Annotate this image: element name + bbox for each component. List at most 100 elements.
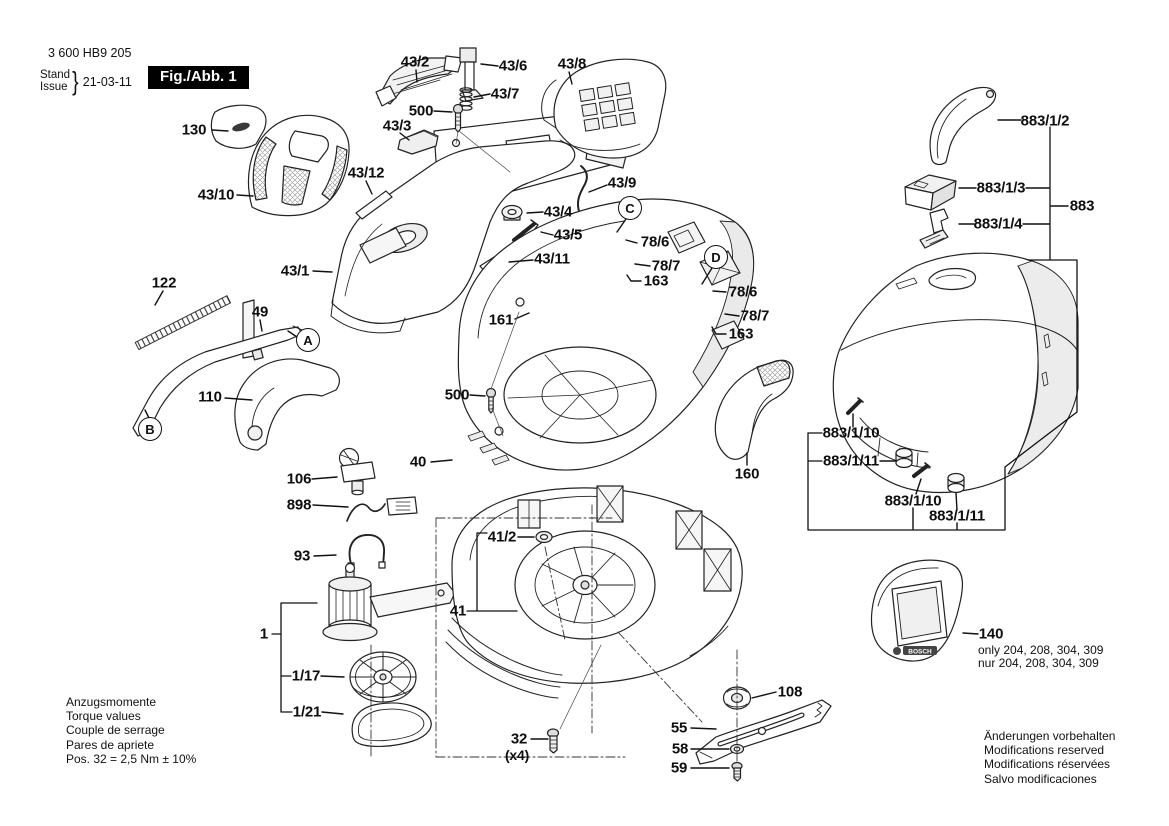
applicability-line: nur 204, 208, 304, 309: [978, 656, 1099, 671]
torque-note-line: Pos. 32 = 2,5 Nm ± 10%: [66, 751, 197, 766]
label-43-4: 43/4: [543, 203, 573, 221]
part-55-blade: [695, 699, 832, 765]
callout-a: A: [296, 328, 320, 352]
label-43-7: 43/7: [490, 85, 520, 103]
label-43-2: 43/2: [400, 53, 430, 71]
figure-title: Fig./Abb. 1: [148, 66, 249, 89]
label-883-1-3: 883/1/3: [976, 179, 1026, 197]
label-43-6: 43/6: [498, 57, 528, 75]
callout-b: B: [138, 417, 162, 441]
part-160-flap: [714, 359, 794, 460]
torque-note-line: Anzugsmomente: [66, 695, 157, 709]
part-898-cable: [346, 496, 418, 522]
brace-glyph: }: [72, 66, 79, 96]
part-32-screw: [546, 728, 560, 754]
label-160: 160: [734, 465, 760, 483]
label-43-1: 43/1: [280, 262, 310, 280]
part-43-10-hood: [247, 114, 350, 217]
part-1-motor: [322, 562, 456, 642]
label-55: 55: [670, 719, 688, 737]
label-78-6-d: 78/6: [728, 283, 758, 301]
callout-c: C: [618, 196, 642, 220]
label-500-mid: 500: [444, 386, 470, 404]
label-883-1-4: 883/1/4: [973, 215, 1023, 233]
modifications-line: Modifications réservées: [984, 757, 1111, 772]
assembly-guide-lines: [455, 130, 602, 730]
torque-note: Anzugsmomente Torque values Couple de se…: [66, 695, 196, 766]
issue-label: Issue: [40, 80, 68, 93]
part-140-window-insert: BOSCH: [870, 559, 963, 662]
part-883-1-4-clip: [919, 208, 949, 249]
label-163-c: 163: [643, 272, 669, 290]
label-78-7-c: 78/7: [651, 257, 681, 275]
part-122-spring: [134, 295, 232, 351]
part-grass-box: [832, 252, 1079, 494]
label-43-5: 43/5: [553, 226, 583, 244]
label-78-6-c: 78/6: [640, 233, 670, 251]
label-43-12: 43/12: [347, 164, 385, 182]
torque-note-line: Torque values: [66, 709, 141, 724]
label-500-top: 500: [408, 102, 434, 120]
issue-date: 21-03-11: [82, 74, 132, 89]
part-43-12-strip: [355, 190, 393, 220]
label-883-1-11-a: 883/1/11: [823, 452, 879, 470]
label-32: 32: [510, 730, 528, 748]
label-49: 49: [251, 303, 269, 321]
label-41-2: 41/2: [487, 528, 517, 546]
label-93: 93: [293, 547, 311, 565]
part-43-4-grommet: [501, 204, 523, 221]
part-1-21-belt: [351, 702, 432, 747]
label-1: 1: [259, 625, 269, 643]
label-43-9: 43/9: [607, 174, 637, 192]
part-93-clip: [347, 534, 386, 570]
modifications-line: Modifications reserved: [984, 743, 1105, 758]
label-163-d: 163: [728, 325, 754, 343]
label-41: 41: [449, 602, 467, 620]
callout-d: D: [704, 245, 728, 269]
modifications-line: Änderungen vorbehalten: [984, 729, 1116, 743]
part-883-1-3-insert: [904, 174, 957, 211]
label-43-10: 43/10: [197, 186, 235, 204]
label-106: 106: [286, 470, 312, 488]
part-1-17-fan: [349, 651, 417, 703]
label-108: 108: [777, 683, 803, 701]
label-883-1-10-a: 883/1/10: [822, 424, 880, 442]
label-43-3: 43/3: [382, 117, 412, 135]
part-883-1-11-cap-a: [895, 447, 913, 469]
stand-label: Stand: [40, 69, 71, 81]
label-32-qty: (x4): [504, 747, 530, 763]
label-43-11: 43/11: [534, 250, 570, 268]
part-59-screw: [731, 761, 743, 782]
label-883-1-10-b: 883/1/10: [884, 492, 942, 510]
label-110: 110: [198, 388, 222, 406]
torque-note-line: Pares de apriete: [66, 737, 155, 752]
label-78-7-d: 78/7: [740, 307, 770, 325]
applicability-line: only 204, 208, 304, 309: [978, 643, 1104, 657]
modifications-note: Änderungen vorbehalten Modifications res…: [984, 729, 1115, 786]
label-130: 130: [181, 121, 207, 139]
part-500-screw-top: [452, 103, 464, 133]
label-140: 140: [978, 625, 1004, 643]
label-59: 59: [670, 759, 688, 777]
applicability-note: only 204, 208, 304, 309 nur 204, 208, 30…: [978, 643, 1104, 671]
label-1-17: 1/17: [291, 667, 321, 685]
leader-lines: [144, 63, 1069, 769]
issue-date-block: Stand Issue } 21-03-11: [40, 66, 132, 97]
part-43-3-plate: [397, 129, 439, 155]
label-1-21: 1/21: [292, 703, 322, 721]
label-898: 898: [286, 496, 312, 514]
center-axis-lines: [370, 504, 738, 763]
part-130-small-cover: [210, 104, 267, 149]
part-883-1-11-cap-b: [947, 472, 965, 494]
label-40: 40: [409, 453, 427, 471]
label-43-8: 43/8: [557, 55, 587, 73]
label-122: 122: [151, 274, 177, 292]
modifications-line: Salvo modificaciones: [984, 771, 1097, 786]
part-41-2-washer: [535, 530, 553, 544]
part-883-1-2-bail-handle: [929, 86, 997, 166]
torque-note-line: Couple de serrage: [66, 723, 165, 738]
part-883-1-10-pin-a: [846, 397, 864, 415]
part-883-1-10-pin-b: [912, 462, 931, 478]
